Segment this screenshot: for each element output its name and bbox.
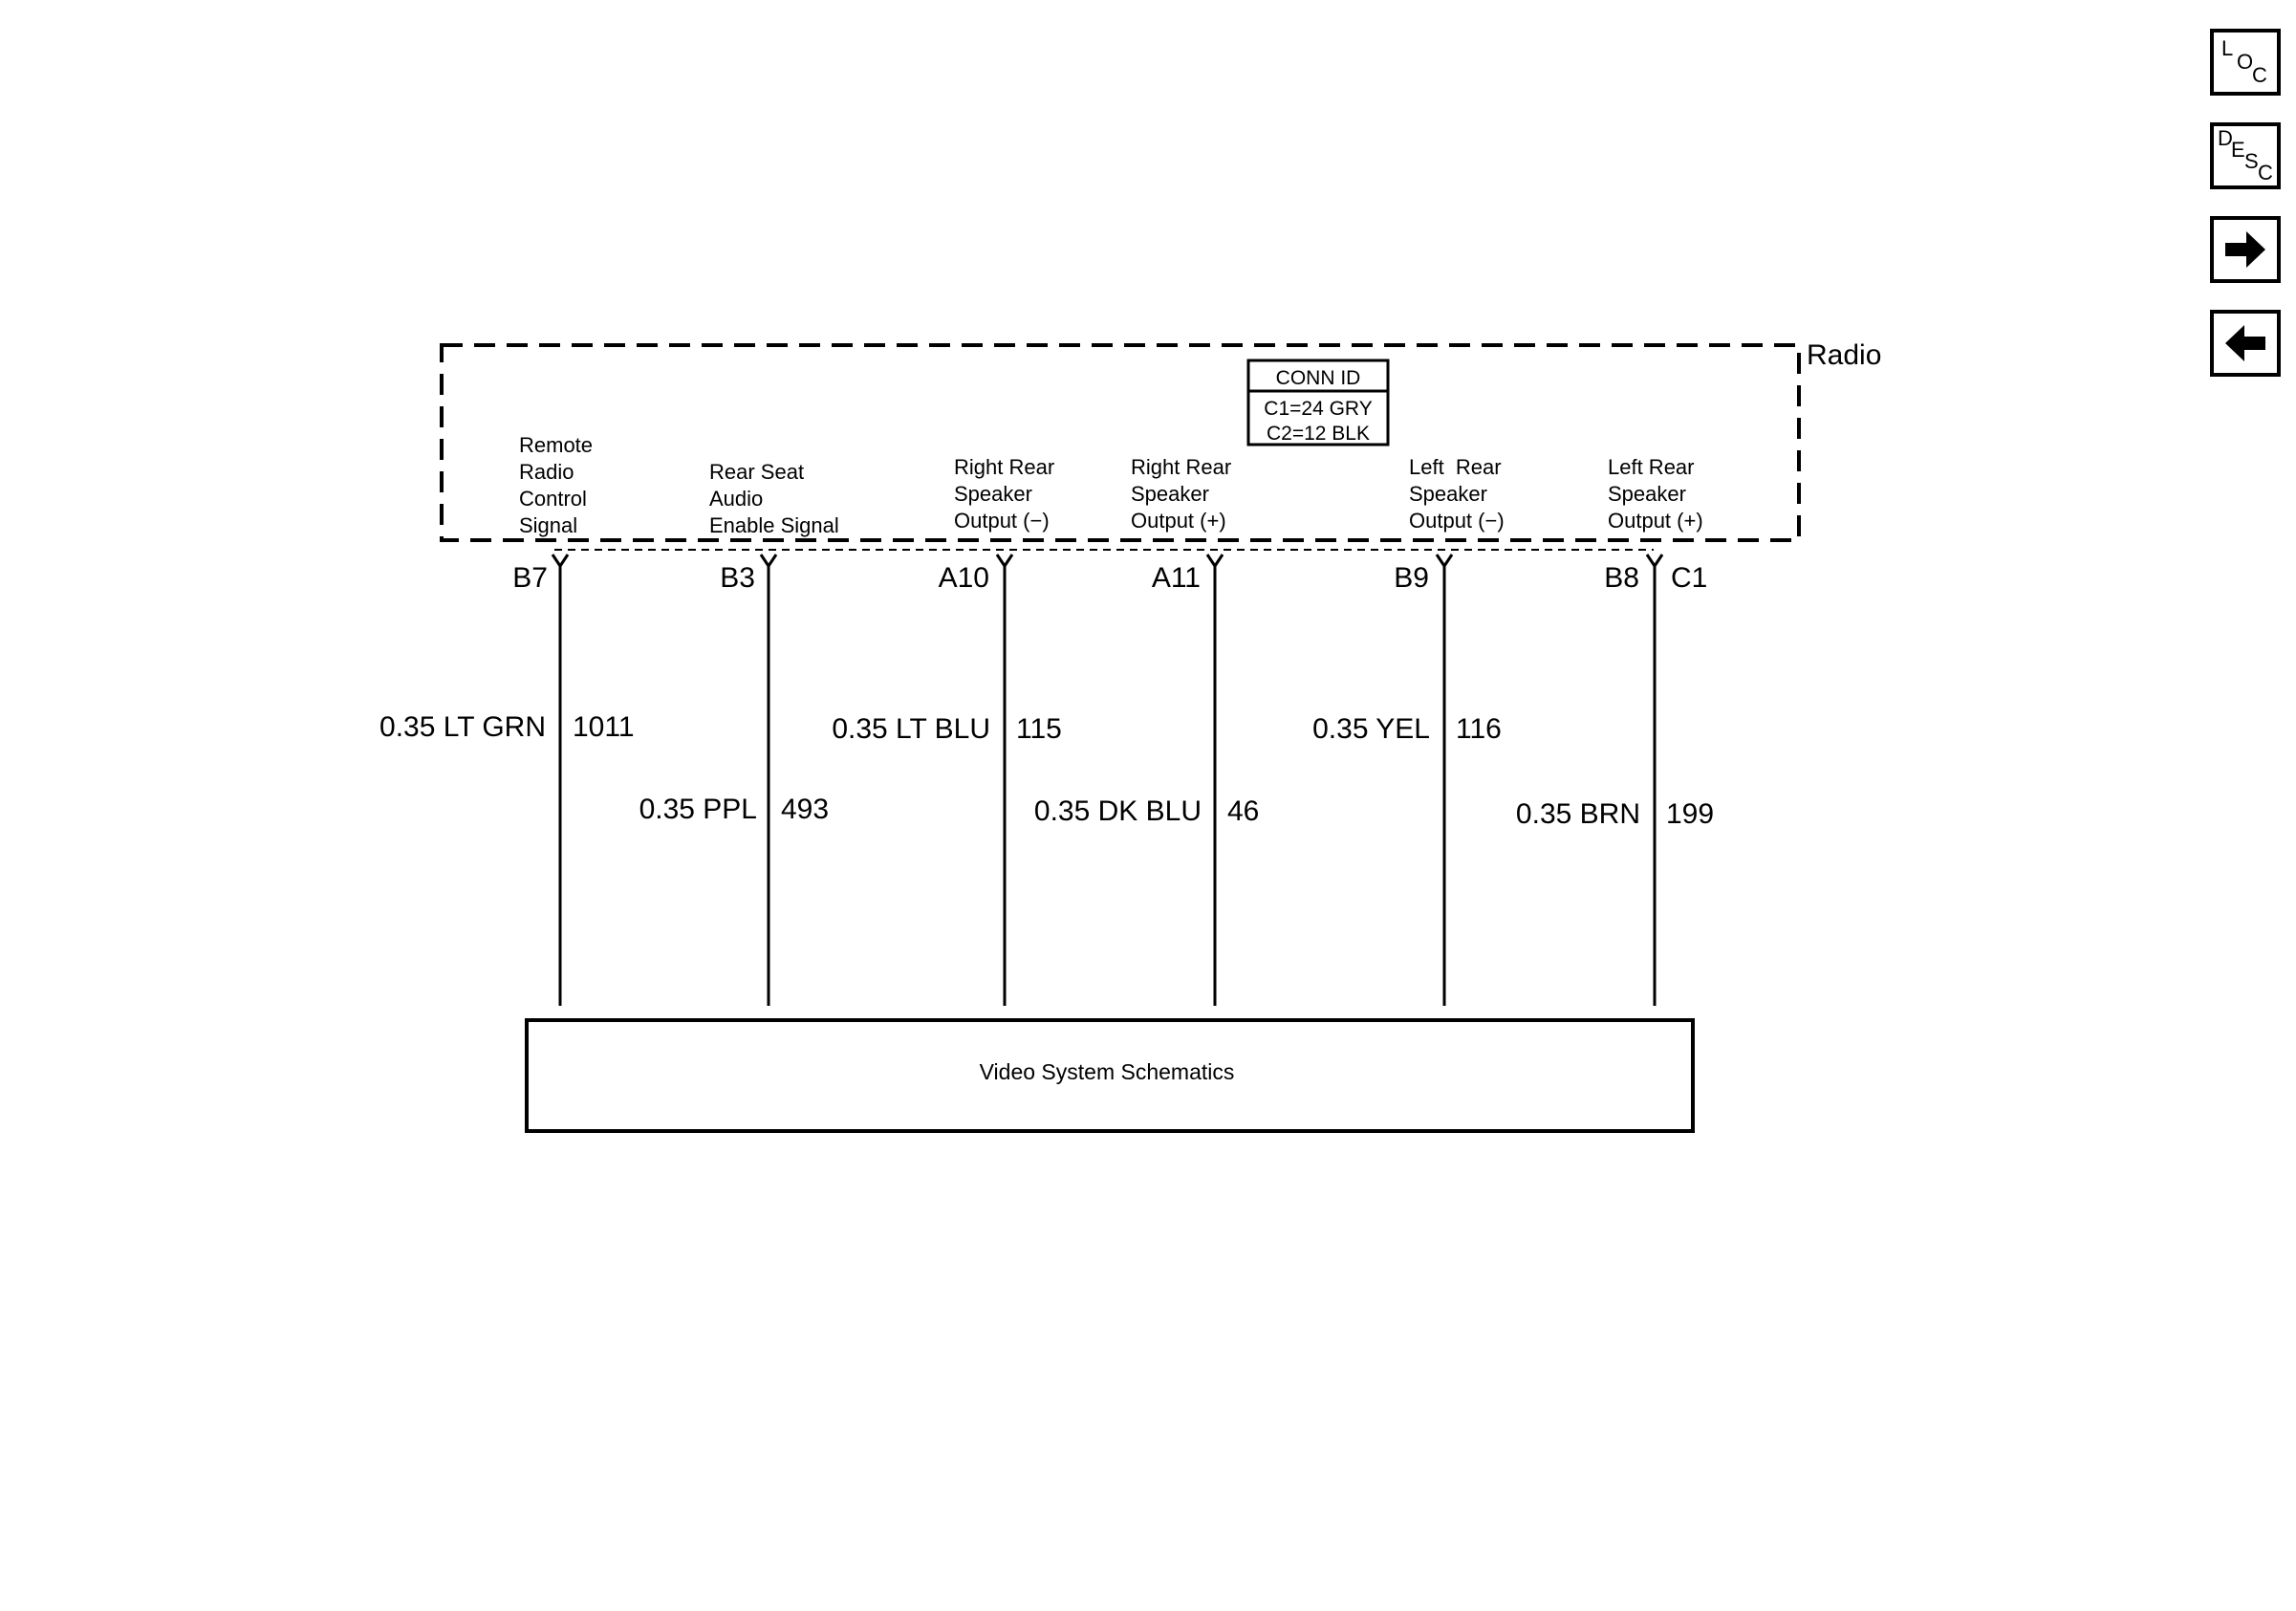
conn-id-line-2: C2=12 BLK [1267,423,1370,445]
previous-page-button[interactable] [2210,310,2281,377]
pin-terminal [1645,554,1664,569]
wire-color-label: 0.35 BRN [1516,798,1640,830]
circuit-description-line: Output (+) [1608,509,1703,533]
circuit-number-label: 199 [1666,798,1714,830]
wire-color-label: 0.35 PPL [639,794,757,825]
conn-id-line-1: C1=24 GRY [1264,398,1372,420]
circuit-a11: Right Rear Speaker Output (+) A11 0.35 D… [1034,455,1259,1006]
connector-label: C1 [1671,562,1707,594]
circuit-description-line: Output (−) [954,509,1050,533]
conn-id-title: CONN ID [1276,367,1361,389]
pin-terminal [551,554,570,569]
pin-terminal [1205,554,1224,569]
circuit-number-label: 1011 [573,711,635,743]
circuit-description-line: Speaker [1608,482,1686,506]
circuit-description-line: Control [519,487,587,511]
circuit-description-line: Right Rear [954,455,1054,479]
arrow-left-icon [2225,325,2265,361]
desc-letter-c: C [2258,161,2273,185]
video-system-schematics-box[interactable]: Video System Schematics [525,1018,1695,1133]
circuit-a10: Right Rear Speaker Output (−) A10 0.35 L… [832,455,1062,1006]
pin-label: B9 [1394,562,1429,594]
pin-label: B7 [512,562,548,594]
radio-component-outline [440,343,1801,542]
circuit-b8: Left Rear Speaker Output (+) B8 C1 0.35 … [1516,455,1714,1006]
circuit-description-line: Enable Signal [709,513,839,537]
pin-label: B3 [720,562,755,594]
circuit-description-line: Output (+) [1131,509,1226,533]
circuit-description-line: Speaker [1131,482,1209,506]
circuit-b3: Rear Seat Audio Enable Signal B3 0.35 PP… [639,460,839,1006]
wire-color-label: 0.35 LT GRN [379,711,546,743]
circuit-description-line: Output (−) [1409,509,1505,533]
circuit-number-label: 493 [781,794,829,825]
pin-terminal [759,554,778,569]
circuit-number-label: 115 [1016,713,1062,745]
circuit-b7: Remote Radio Control Signal B7 0.35 LT G… [379,433,635,1006]
radio-label: Radio [1807,339,1881,371]
pin-label: A10 [939,562,989,594]
circuit-number-label: 116 [1456,713,1502,745]
loc-letter-o: O [2237,50,2254,74]
circuit-description-line: Speaker [1409,482,1487,506]
circuit-description-line: Rear Seat [709,460,804,484]
pin-terminal [995,554,1014,569]
circuit-description-line: Radio [519,460,574,484]
conn-id-box: CONN ID C1=24 GRY C2=12 BLK [1246,359,1390,446]
circuit-description-line: Signal [519,513,577,537]
desc-button[interactable]: D E S C [2210,122,2281,189]
arrow-right-icon [2225,231,2265,268]
wire-color-label: 0.35 LT BLU [832,713,990,745]
pin-terminal [1435,554,1454,569]
video-system-schematics-label: Video System Schematics [980,1059,1235,1084]
circuit-description-line: Audio [709,487,763,511]
desc-letter-s: S [2244,149,2259,173]
desc-letter-e: E [2231,138,2245,162]
loc-letter-l: L [2221,36,2234,60]
wire-color-label: 0.35 YEL [1312,713,1430,745]
circuit-number-label: 46 [1227,795,1259,827]
circuit-description-line: Left Rear [1409,455,1502,479]
pin-label: B8 [1604,562,1639,594]
next-page-button[interactable] [2210,216,2281,283]
circuit-description-line: Right Rear [1131,455,1231,479]
circuit-description-line: Remote [519,433,593,457]
loc-letter-c: C [2252,63,2267,87]
wire-color-label: 0.35 DK BLU [1034,795,1202,827]
circuit-b9: Left Rear Speaker Output (−) B9 0.35 YEL… [1312,455,1505,1006]
circuit-description-line: Left Rear [1608,455,1695,479]
desc-letter-d: D [2218,126,2233,150]
pin-label: A11 [1152,562,1201,594]
circuit-description-line: Speaker [954,482,1032,506]
loc-button[interactable]: L O C [2210,29,2281,96]
